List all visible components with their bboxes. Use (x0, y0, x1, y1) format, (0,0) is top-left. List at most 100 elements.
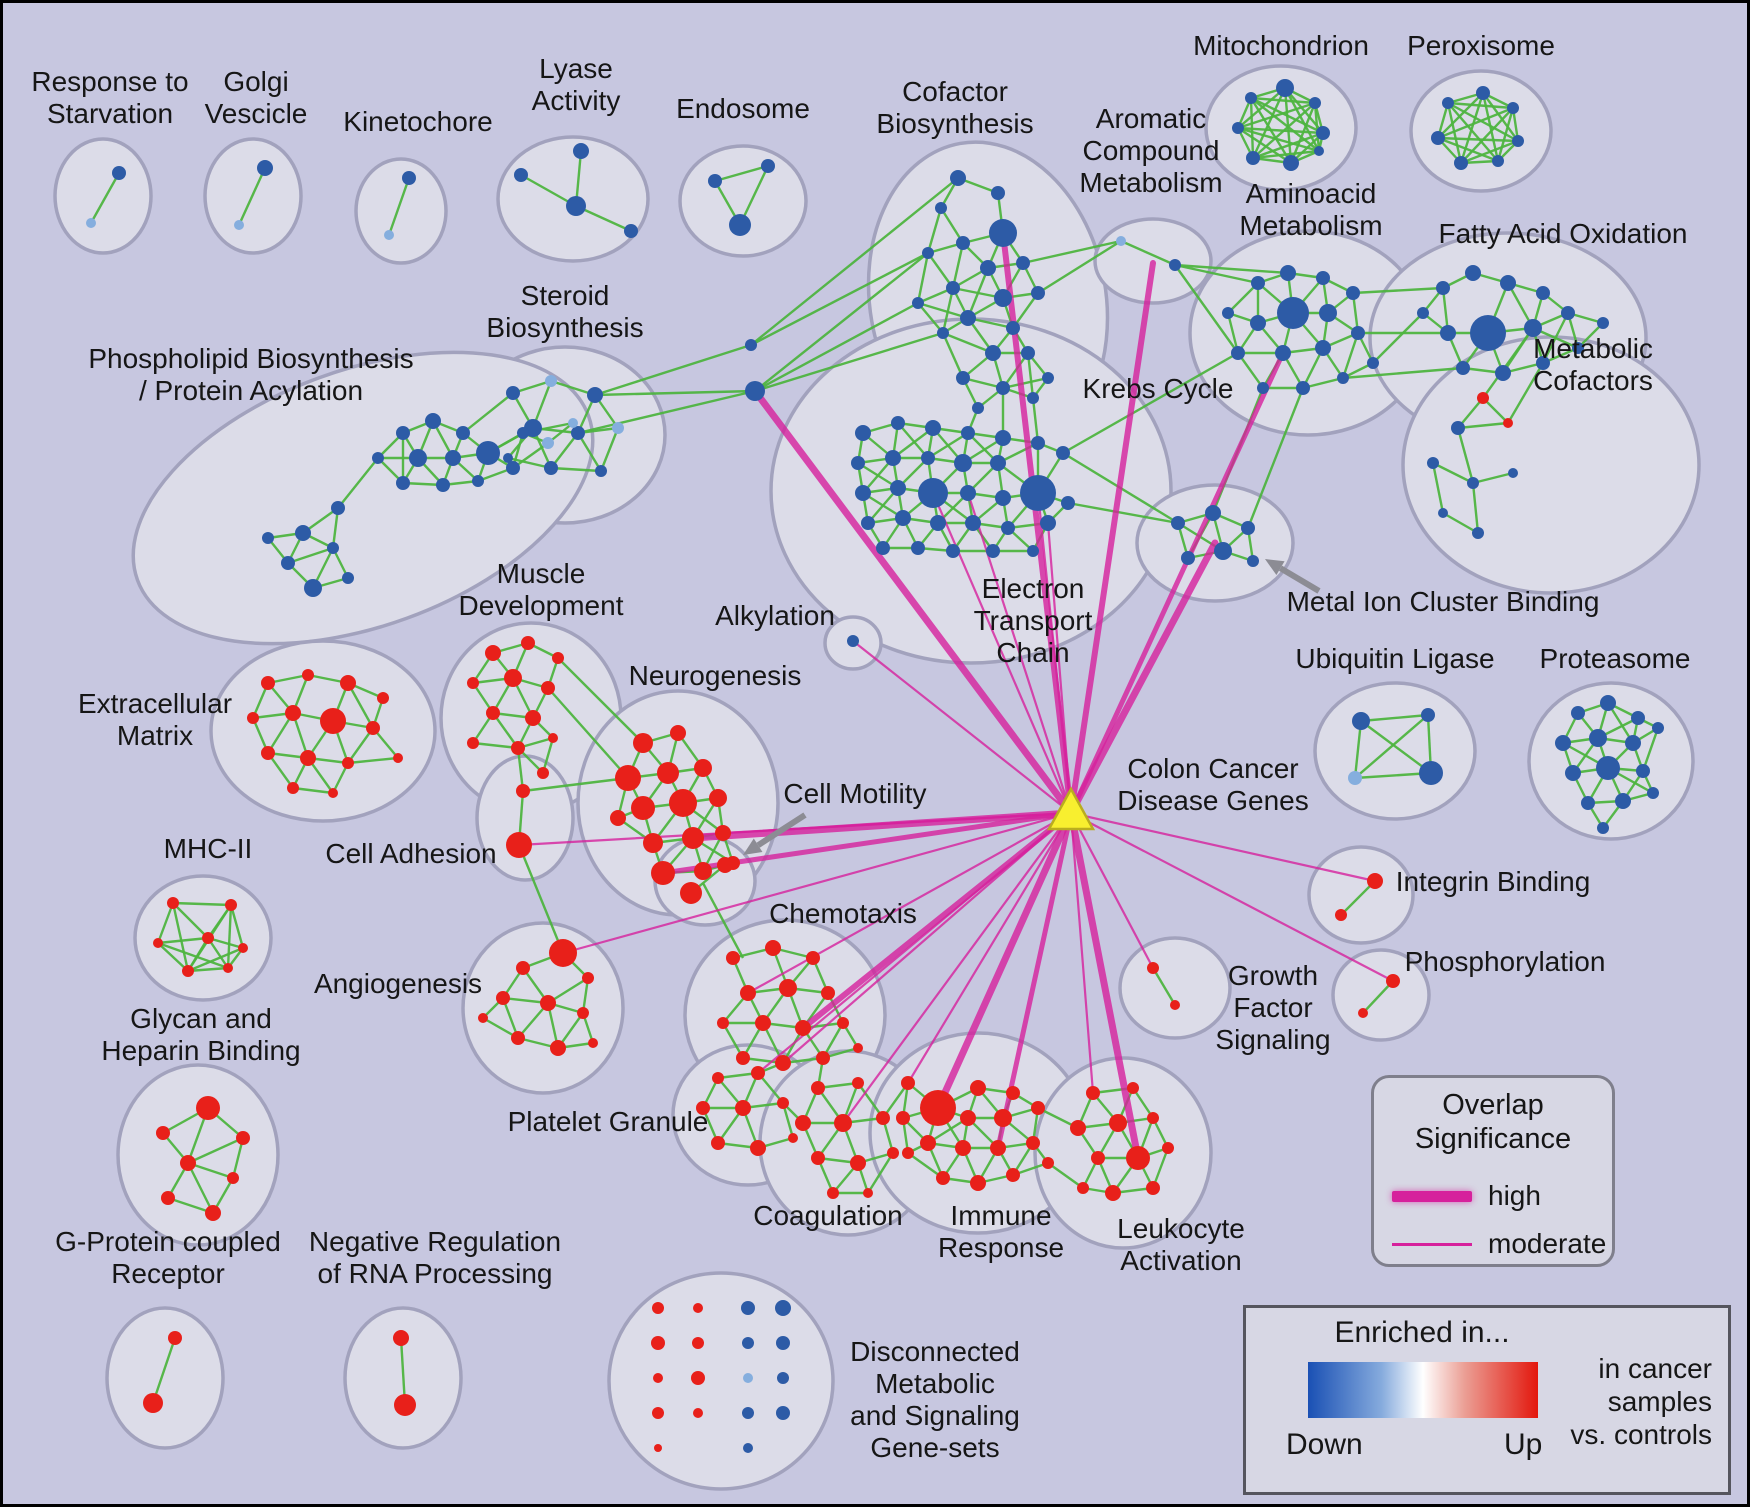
gene-set-node-lyase-activity[interactable] (566, 196, 586, 216)
gene-set-node-fatty-acid-oxidation[interactable] (1417, 307, 1429, 319)
gene-set-node-peroxisome[interactable] (1512, 135, 1524, 147)
gene-set-node-response-to-starvation[interactable] (86, 218, 96, 228)
gene-set-node-immune-response[interactable] (970, 1080, 986, 1096)
gene-set-node-aminoacid-metabolism[interactable] (1277, 297, 1309, 329)
gene-set-node-aminoacid-metabolism[interactable] (1222, 307, 1234, 319)
gene-set-node-electron-transport-chain[interactable] (986, 544, 1000, 558)
gene-set-node-aminoacid-metabolism[interactable] (1250, 315, 1266, 331)
gene-set-node-proteasome[interactable] (1636, 764, 1650, 778)
gene-set-node-mhc-ii[interactable] (202, 932, 214, 944)
gene-set-node-cofactor-biosynthesis[interactable] (956, 371, 970, 385)
gene-set-node-angiogenesis[interactable] (588, 1038, 598, 1048)
gene-set-node-endosome[interactable] (729, 214, 751, 236)
gene-set-node-electron-transport-chain[interactable] (1056, 446, 1070, 460)
gene-set-node-cofactor-biosynthesis[interactable] (1016, 256, 1030, 270)
gene-set-node-negative-regulation-rna[interactable] (394, 1394, 416, 1416)
gene-set-node-peroxisome[interactable] (1442, 97, 1454, 109)
gene-set-node-glycan-heparin-binding[interactable] (205, 1205, 221, 1221)
gene-set-node-mitochondrion[interactable] (1309, 97, 1321, 109)
gene-set-node-glycan-heparin-binding[interactable] (180, 1155, 196, 1171)
gene-set-node-mhc-ii[interactable] (153, 938, 163, 948)
gene-set-node-golgi-vescicle[interactable] (257, 160, 273, 176)
gene-set-node-cofactor-biosynthesis[interactable] (972, 402, 984, 414)
gene-set-node-integrin-binding[interactable] (1335, 909, 1347, 921)
gene-set-node-coagulation[interactable] (887, 1147, 899, 1159)
gene-set-node-chemotaxis[interactable] (821, 986, 835, 1000)
gene-set-node-mitochondrion[interactable] (1314, 146, 1324, 156)
gene-set-node-lyase-activity[interactable] (624, 224, 638, 238)
gene-set-node-phosphorylation[interactable] (1386, 974, 1400, 988)
gene-set-node-electron-transport-chain[interactable] (895, 510, 911, 526)
gene-set-node-cofactor-biosynthesis[interactable] (989, 219, 1017, 247)
gene-set-node-chemotaxis[interactable] (795, 1020, 811, 1036)
gene-set-node-ubiquitin-ligase[interactable] (1352, 712, 1370, 730)
gene-set-node-proteasome[interactable] (1589, 729, 1607, 747)
gene-set-node-peroxisome[interactable] (1431, 131, 1445, 145)
gene-set-node-glycan-heparin-binding[interactable] (236, 1131, 250, 1145)
gene-set-node-mitochondrion[interactable] (1246, 151, 1260, 165)
gene-set-node-growth-factor-signaling[interactable] (1147, 962, 1159, 974)
gene-set-node-leukocyte-activation[interactable] (1109, 1114, 1127, 1132)
gene-set-node-muscle-development[interactable] (485, 645, 501, 661)
gene-set-node-angiogenesis[interactable] (577, 1007, 589, 1019)
gene-set-node-cell-motility[interactable] (717, 857, 733, 873)
gene-set-node-cell-adhesion[interactable] (506, 832, 532, 858)
gene-set-node-neurogenesis[interactable] (643, 833, 663, 853)
gene-set-node-aminoacid-metabolism[interactable] (1319, 304, 1337, 322)
gene-set-node-disconnected-gene-sets[interactable] (693, 1408, 703, 1418)
gene-set-node-steroid-biosynthesis[interactable] (587, 387, 603, 403)
gene-set-node-electron-transport-chain[interactable] (851, 456, 865, 470)
gene-set-node-phospholipid-biosynthesis[interactable] (396, 426, 410, 440)
gene-set-node-chemotaxis[interactable] (837, 1017, 849, 1029)
gene-set-node-disconnected-gene-sets[interactable] (654, 1444, 662, 1452)
gene-set-node-phospholipid-biosynthesis[interactable] (472, 475, 484, 487)
gene-set-node-chemotaxis[interactable] (806, 951, 820, 965)
gene-set-node-angiogenesis[interactable] (550, 1040, 566, 1056)
gene-set-node-extracellular-matrix[interactable] (393, 753, 403, 763)
gene-set-node-neurogenesis[interactable] (657, 762, 679, 784)
gene-set-node-immune-response[interactable] (896, 1111, 910, 1125)
gene-set-node-lyase-activity[interactable] (573, 143, 589, 159)
gene-set-node-angiogenesis[interactable] (516, 961, 530, 975)
gene-set-node-phospholipid-biosynthesis[interactable] (436, 478, 450, 492)
gene-set-node-cell-motility[interactable] (680, 882, 702, 904)
gene-set-node-junction[interactable] (745, 381, 765, 401)
gene-set-node-leukocyte-activation[interactable] (1162, 1142, 1174, 1154)
gene-set-node-disconnected-gene-sets[interactable] (652, 1407, 664, 1419)
gene-set-node-immune-response[interactable] (990, 1140, 1006, 1156)
gene-set-node-fatty-acid-oxidation[interactable] (1436, 281, 1450, 295)
gene-set-node-disconnected-gene-sets[interactable] (652, 1302, 664, 1314)
gene-set-node-metabolic-cofactors[interactable] (1508, 468, 1518, 478)
gene-set-node-mhc-ii[interactable] (225, 899, 237, 911)
gene-set-node-phospholipid-biosynthesis[interactable] (542, 437, 554, 449)
gene-set-node-alkylation[interactable] (847, 635, 859, 647)
gene-set-node-coagulation[interactable] (876, 1111, 890, 1125)
gene-set-node-aminoacid-metabolism[interactable] (1367, 357, 1379, 369)
gene-set-node-platelet-granule[interactable] (735, 1100, 751, 1116)
gene-set-node-chemotaxis[interactable] (816, 1051, 830, 1065)
gene-set-node-angiogenesis[interactable] (511, 1031, 525, 1045)
gene-set-node-proteasome[interactable] (1631, 711, 1645, 725)
gene-set-node-metal-ion-cluster-binding[interactable] (1214, 542, 1232, 560)
gene-set-node-electron-transport-chain[interactable] (930, 515, 946, 531)
gene-set-node-immune-response[interactable] (920, 1090, 956, 1126)
gene-set-node-cofactor-biosynthesis[interactable] (1006, 321, 1020, 335)
gene-set-node-peroxisome[interactable] (1476, 86, 1490, 100)
gene-set-node-fatty-acid-oxidation[interactable] (1456, 361, 1470, 375)
gene-set-node-metal-ion-cluster-binding[interactable] (1241, 521, 1255, 535)
gene-set-node-electron-transport-chain[interactable] (961, 426, 975, 440)
gene-set-node-fatty-acid-oxidation[interactable] (1440, 325, 1456, 341)
gene-set-node-ubiquitin-ligase[interactable] (1419, 761, 1443, 785)
gene-set-node-chemotaxis[interactable] (853, 1043, 863, 1053)
gene-set-node-immune-response[interactable] (970, 1175, 986, 1191)
gene-set-node-disconnected-gene-sets[interactable] (691, 1371, 705, 1385)
gene-set-node-endosome[interactable] (761, 159, 775, 173)
gene-set-node-proteasome[interactable] (1600, 695, 1616, 711)
gene-set-node-leukocyte-activation[interactable] (1127, 1082, 1139, 1094)
gene-set-node-proteasome[interactable] (1625, 735, 1641, 751)
gene-set-node-steroid-biosynthesis[interactable] (506, 386, 520, 400)
gene-set-node-fatty-acid-oxidation[interactable] (1536, 286, 1550, 300)
gene-set-node-proteasome[interactable] (1596, 756, 1620, 780)
gene-set-node-platelet-granule[interactable] (696, 1101, 710, 1115)
gene-set-node-fatty-acid-oxidation[interactable] (1597, 317, 1609, 329)
